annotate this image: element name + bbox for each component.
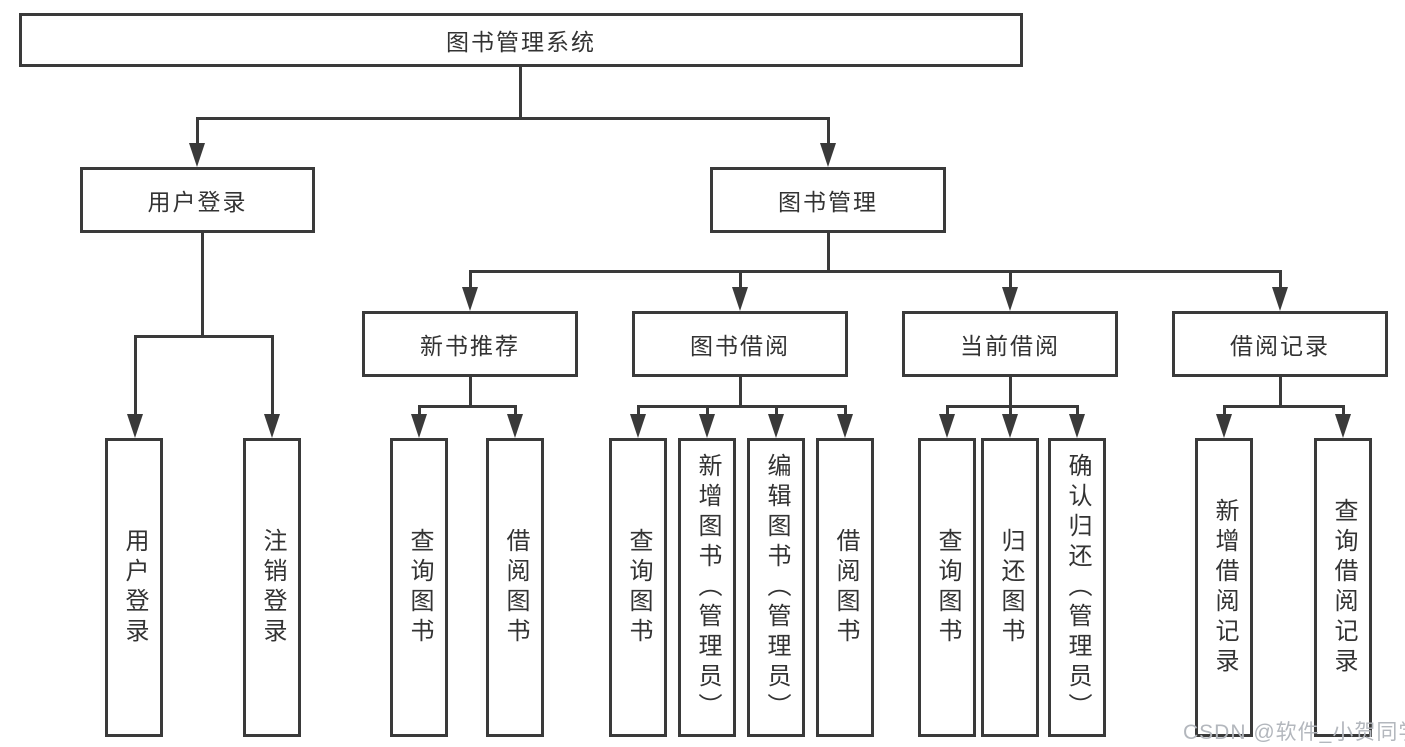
connector-drop-newbook: [468, 270, 472, 289]
leaf-logout: 注销登录: [243, 438, 301, 737]
leaf-label: 查询图书: [625, 527, 652, 648]
arrowhead-leaf-login: [127, 414, 143, 438]
arrowhead: [411, 414, 427, 438]
node-user-login: 用户登录: [80, 167, 315, 233]
leaf-record-add-borrow-record: 新增借阅记录: [1195, 438, 1253, 737]
leaf-newrec-borrow-books: 借阅图书: [486, 438, 544, 737]
connector-borrowrecord-bar: [1222, 405, 1345, 408]
node-label: 用户登录: [147, 189, 248, 215]
arrowhead-user-login: [189, 143, 205, 167]
connector-drop-bookborrow: [738, 270, 742, 289]
leaf-label: 借阅图书: [832, 527, 859, 648]
node-library-management-system: 图书管理系统: [19, 13, 1023, 67]
connector-bookmgmt-bar: [468, 270, 1282, 273]
connector-userlogin-stem: [200, 233, 204, 337]
node-label: 图书管理: [778, 189, 878, 215]
csdn-watermark: CSDN @软件_小贺同学: [1183, 721, 1405, 744]
connector-drop: [1222, 405, 1226, 416]
connector-drop: [843, 405, 847, 416]
arrowhead-leaf-logout: [264, 414, 280, 438]
leaf-current-return-books: 归还图书: [981, 438, 1039, 737]
node-new-book-recommend: 新书推荐: [362, 311, 578, 377]
arrowhead-bookborrow: [732, 287, 748, 311]
leaf-borrow-add-books-admin: 新增图书（管理员）: [678, 438, 736, 737]
leaf-borrow-borrow-books: 借阅图书: [816, 438, 874, 737]
leaf-label: 归还图书: [997, 527, 1024, 648]
connector-drop: [417, 405, 421, 416]
arrowhead: [699, 414, 715, 438]
leaf-label: 查询借阅记录: [1330, 497, 1357, 678]
connector-root-bar: [195, 117, 830, 120]
arrowhead-newbook: [462, 287, 478, 311]
leaf-borrow-edit-books-admin: 编辑图书（管理员）: [747, 438, 805, 737]
connector-drop-currentborrow: [1008, 270, 1012, 289]
connector-root-stem: [518, 66, 522, 119]
leaf-label: 查询图书: [934, 527, 961, 648]
node-current-borrow: 当前借阅: [902, 311, 1118, 377]
arrowhead-currentborrow: [1002, 287, 1018, 311]
connector-userlogin-bar: [133, 335, 274, 338]
leaf-newrec-query-books: 查询图书: [390, 438, 448, 737]
connector-bookborrow-stem: [738, 377, 742, 407]
arrowhead: [1216, 414, 1232, 438]
leaf-label: 新增借阅记录: [1211, 497, 1238, 678]
leaf-label: 用户登录: [121, 527, 148, 648]
connector-currentborrow-stem: [1008, 377, 1012, 407]
node-label: 借阅记录: [1230, 333, 1330, 359]
arrowhead: [1002, 414, 1018, 438]
node-book-borrow: 图书借阅: [632, 311, 848, 377]
connector-bookmgmt-stem: [826, 233, 830, 273]
leaf-label: 查询图书: [406, 527, 433, 648]
arrowhead: [507, 414, 523, 438]
connector-drop-leaf-logout: [270, 335, 274, 416]
connector-bookborrow-bar: [636, 405, 847, 408]
node-label: 新书推荐: [420, 333, 520, 359]
arrowhead-borrowrecord: [1272, 287, 1288, 311]
node-borrow-record: 借阅记录: [1172, 311, 1388, 377]
leaf-label: 借阅图书: [502, 527, 529, 648]
leaf-user-login: 用户登录: [105, 438, 163, 737]
node-book-management: 图书管理: [710, 167, 946, 233]
connector-drop: [945, 405, 949, 416]
connector-drop: [513, 405, 517, 416]
connector-drop: [774, 405, 778, 416]
connector-borrowrecord-stem: [1278, 377, 1282, 407]
leaf-record-query-borrow-record: 查询借阅记录: [1314, 438, 1372, 737]
arrowhead: [630, 414, 646, 438]
leaf-borrow-query-books: 查询图书: [609, 438, 667, 737]
connector-drop: [636, 405, 640, 416]
arrowhead: [837, 414, 853, 438]
connector-drop-leaf-login: [133, 335, 137, 416]
node-label: 当前借阅: [960, 333, 1060, 359]
leaf-current-query-books: 查询图书: [918, 438, 976, 737]
connector-drop: [705, 405, 709, 416]
leaf-label: 确认归还（管理员）: [1064, 452, 1091, 723]
node-label: 图书管理系统: [446, 29, 596, 55]
arrowhead: [1335, 414, 1351, 438]
node-label: 图书借阅: [690, 333, 790, 359]
connector-drop-book-mgmt: [826, 117, 830, 145]
leaf-label: 编辑图书（管理员）: [763, 452, 790, 723]
connector-drop-user-login: [195, 117, 199, 145]
arrowhead-book-mgmt: [820, 143, 836, 167]
arrowhead: [1069, 414, 1085, 438]
leaf-label: 新增图书（管理员）: [694, 452, 721, 723]
connector-drop-borrowrecord: [1278, 270, 1282, 289]
connector-newbook-bar: [417, 405, 517, 408]
arrowhead: [768, 414, 784, 438]
connector-drop: [1008, 405, 1012, 416]
arrowhead: [939, 414, 955, 438]
leaf-label: 注销登录: [259, 527, 286, 648]
connector-drop: [1341, 405, 1345, 416]
connector-drop: [1075, 405, 1079, 416]
connector-currentborrow-bar: [945, 405, 1079, 408]
leaf-current-confirm-return-admin: 确认归还（管理员）: [1048, 438, 1106, 737]
connector-newbook-stem: [468, 377, 472, 407]
